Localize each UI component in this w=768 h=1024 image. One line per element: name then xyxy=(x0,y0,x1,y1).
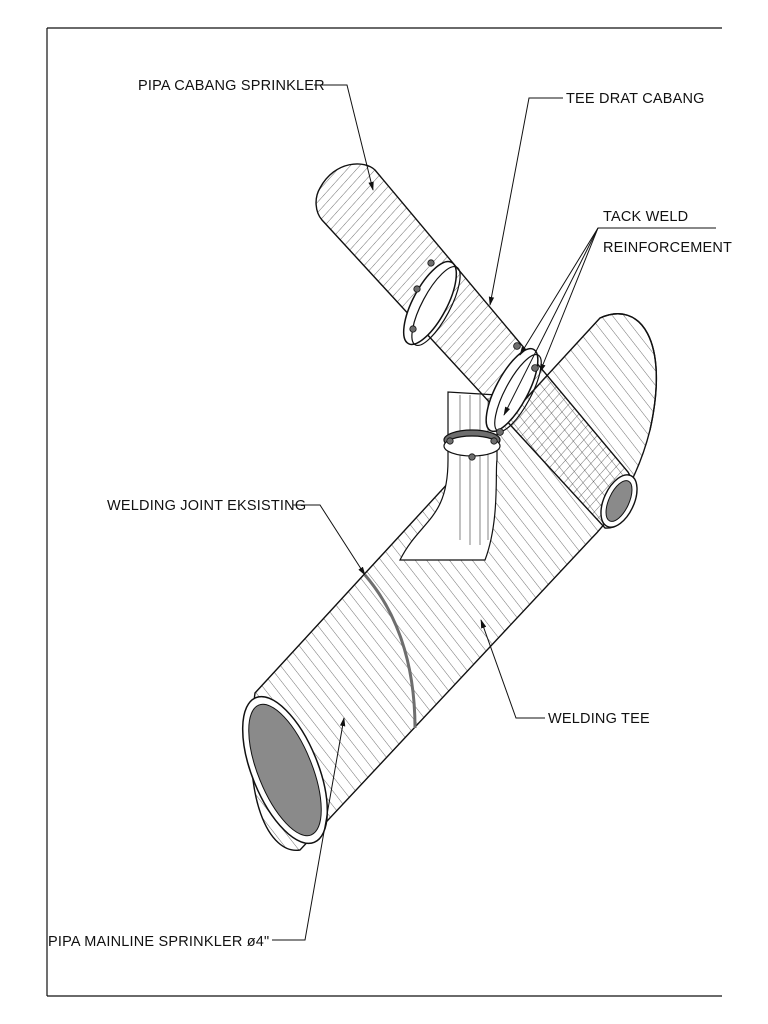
label-mainline-pipe: PIPA MAINLINE SPRINKLER ø4" xyxy=(48,934,269,950)
label-branch-tee: TEE DRAT CABANG xyxy=(566,91,705,107)
branch-bore xyxy=(600,474,638,528)
leader-welding-tee xyxy=(480,619,545,719)
branch-coupling xyxy=(402,259,461,347)
leader-existing-joint xyxy=(293,504,366,576)
leader-branch-pipe xyxy=(314,84,374,191)
label-existing-joint: WELDING JOINT EKSISTING xyxy=(107,498,306,514)
leader-mainline xyxy=(272,717,346,941)
sheet-frame xyxy=(46,27,722,997)
existing-weld-joint xyxy=(363,574,417,729)
label-tack-weld-line2: REINFORCEMENT xyxy=(603,240,732,256)
label-tack-weld-line1: TACK WELD xyxy=(603,209,688,225)
label-branch-pipe: PIPA CABANG SPRINKLER xyxy=(138,78,325,94)
label-welding-tee: WELDING TEE xyxy=(548,711,650,727)
tee-riser xyxy=(399,391,501,561)
leader-tack-weld xyxy=(503,227,716,416)
tee-coupling xyxy=(485,342,542,436)
mainline-bore xyxy=(241,695,329,845)
leader-branch-tee xyxy=(488,97,563,306)
